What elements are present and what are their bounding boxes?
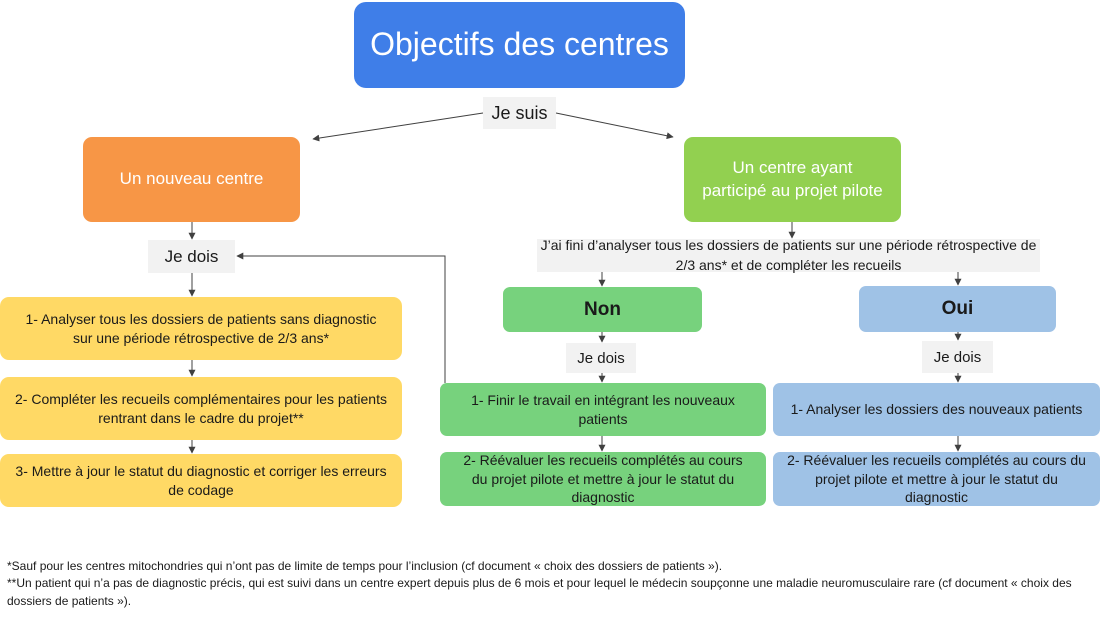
yes-step-2: 2- Réévaluer les recueils complétés au c… xyxy=(773,452,1100,506)
arrow-nonstep1-back-to-jedois xyxy=(236,252,446,383)
question-label: J’ai fini d’analyser tous les dossiers d… xyxy=(537,237,1040,273)
new-step-3: 3- Mettre à jour le statut du diagnostic… xyxy=(0,454,402,507)
je-dois-label-no: Je dois xyxy=(566,343,636,373)
no-step-2: 2- Réévaluer les recueils complétés au c… xyxy=(440,452,766,506)
new-step-2: 2- Compléter les recueils complémentaire… xyxy=(0,377,402,440)
new-step-1: 1- Analyser tous les dossiers de patient… xyxy=(0,297,402,360)
new-center-box: Un nouveau centre xyxy=(83,137,300,222)
footnote-2: **Un patient qui n’a pas de diagnostic p… xyxy=(7,576,1072,608)
answer-no-box: Non xyxy=(503,287,702,332)
yes-step-1: 1- Analyser les dossiers des nouveaux pa… xyxy=(773,383,1100,436)
je-suis-label: Je suis xyxy=(483,97,556,129)
answer-yes-box: Oui xyxy=(859,286,1056,332)
no-step-1: 1- Finir le travail en intégrant les nou… xyxy=(440,383,766,436)
je-dois-label-new: Je dois xyxy=(148,240,235,273)
footnotes: *Sauf pour les centres mitochondries qui… xyxy=(7,558,1087,610)
arrow-jesuis-to-new xyxy=(312,112,484,142)
pilot-center-box: Un centre ayant participé au projet pilo… xyxy=(684,137,901,222)
diagram-title: Objectifs des centres xyxy=(354,2,685,88)
footnote-1: *Sauf pour les centres mitochondries qui… xyxy=(7,559,723,573)
je-dois-label-yes: Je dois xyxy=(922,341,993,373)
arrow-jesuis-to-pilot xyxy=(555,112,674,140)
